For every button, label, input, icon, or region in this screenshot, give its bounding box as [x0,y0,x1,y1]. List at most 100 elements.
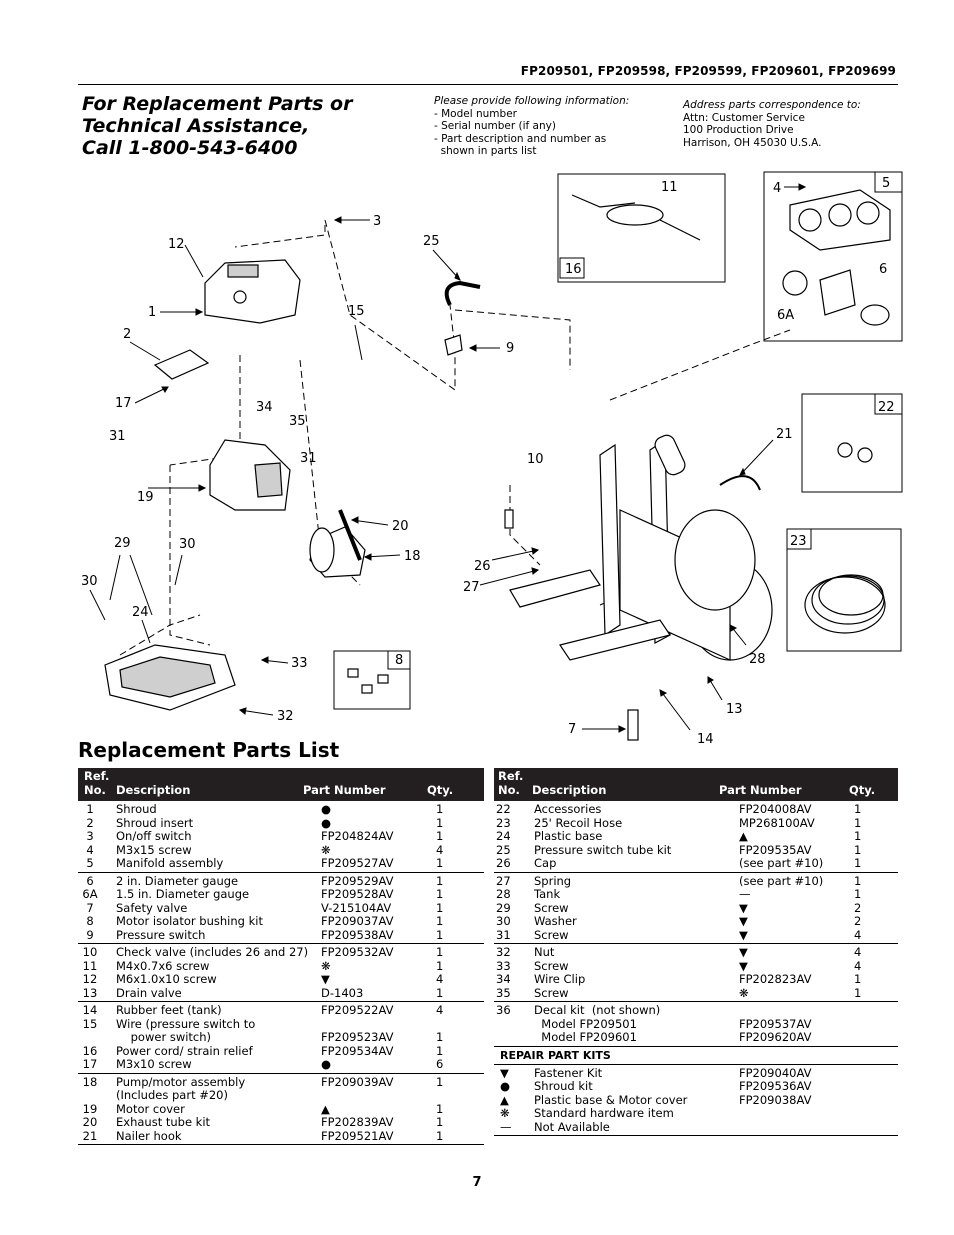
contact-heading: For Replacement Parts or Technical Assis… [82,93,412,159]
kit-description: Standard hardware item [534,1106,674,1120]
part-number: FP209529AV [321,873,394,888]
part-description: Decal kit (not shown) [534,1003,661,1017]
part-qty: 1 [436,887,444,901]
callout-13: 13 [726,702,743,717]
part-number: FP209523AV [321,1030,394,1044]
ref-number: 6A [82,887,98,901]
part-number: (see part #10) [739,873,824,888]
ref-number: 1 [86,802,94,816]
kit-part-number: FP209038AV [739,1092,812,1107]
ref-number: 34 [496,972,511,986]
ref-number: 7 [86,900,94,915]
repair-kits-title: REPAIR PART KITS [494,1047,898,1065]
callout-19: 19 [137,490,154,505]
part-description: M4x0.7x6 screw [116,958,210,973]
part-qty: 1 [854,873,862,888]
part-description: Safety valve [116,900,188,915]
part-number: FP209538AV [321,927,394,942]
part-description: Cap [534,856,557,870]
part-number: FP209521AV [321,1128,394,1143]
part-qty: 2 [854,900,862,915]
ref-number: 12 [82,972,98,986]
callout-31: 31 [109,429,126,444]
part-number: D-1403 [321,985,364,1000]
ref-number: 16 [82,1043,98,1058]
ref-number: 23 [496,815,511,830]
part-qty: 1 [854,829,862,843]
part-description: Power cord/ strain relief [116,1043,253,1058]
callout-8: 8 [395,653,403,668]
part-number: ▼ [739,914,748,928]
kit-description: Plastic base & Motor cover [534,1092,688,1107]
header-description: Description [116,783,191,797]
part-number: FP204824AV [321,829,394,843]
part-description: Nailer hook [116,1128,182,1143]
part-qty: 1 [436,945,444,959]
contact-heading-line1: For Replacement Parts or [82,93,353,115]
info-intro: Please provide following information: [434,95,630,107]
diagram-svg: 3 12 1 15 25 9 2 17 34 35 31 31 19 20 18… [81,171,903,747]
ref-number: 3 [86,829,94,843]
part-number: ▲ [321,1101,330,1116]
part-description: Spring [534,873,572,888]
ref-number: 24 [496,829,511,843]
callout-34: 34 [256,400,273,415]
callout-4: 4 [773,181,781,196]
callout-25: 25 [423,234,440,249]
part-number: FP209537AV [739,1016,812,1031]
kit-description: Fastener Kit [534,1065,603,1080]
callout-10: 10 [527,452,544,467]
callout-16: 16 [565,262,582,277]
part-description: Pressure switch [116,927,206,942]
callout-1: 1 [148,305,156,320]
part-qty: 1 [436,802,444,816]
part-description: Rubber feet (tank) [116,1003,222,1017]
part-description: Screw [534,985,569,1000]
ref-number: 2 [86,815,94,830]
repair-kit-row: ❋Standard hardware item [494,1106,898,1121]
part-description: 2 in. Diameter gauge [116,873,239,888]
part-description: Pump/motor assembly [116,1074,246,1089]
table-header: Ref. No. Description Part Number Qty. [494,768,898,801]
part-number: ❋ [321,958,331,973]
part-number: ▼ [739,958,748,973]
callout-7: 7 [568,722,576,737]
part-qty: 1 [854,972,862,986]
table-row: 27 Spring (see part #10) 1 [494,873,898,889]
ref-number: 4 [86,842,94,857]
ref-number: 27 [496,873,511,888]
callout-2: 2 [123,327,131,342]
ref-number: 28 [496,887,511,901]
part-qty: 1 [436,1030,444,1044]
info-item: - Serial number (if any) [434,120,556,132]
kit-symbol: ▼ [500,1065,509,1080]
address-line: 100 Production Drive [683,124,794,136]
table-row: (Includes part #20) [78,1088,484,1103]
